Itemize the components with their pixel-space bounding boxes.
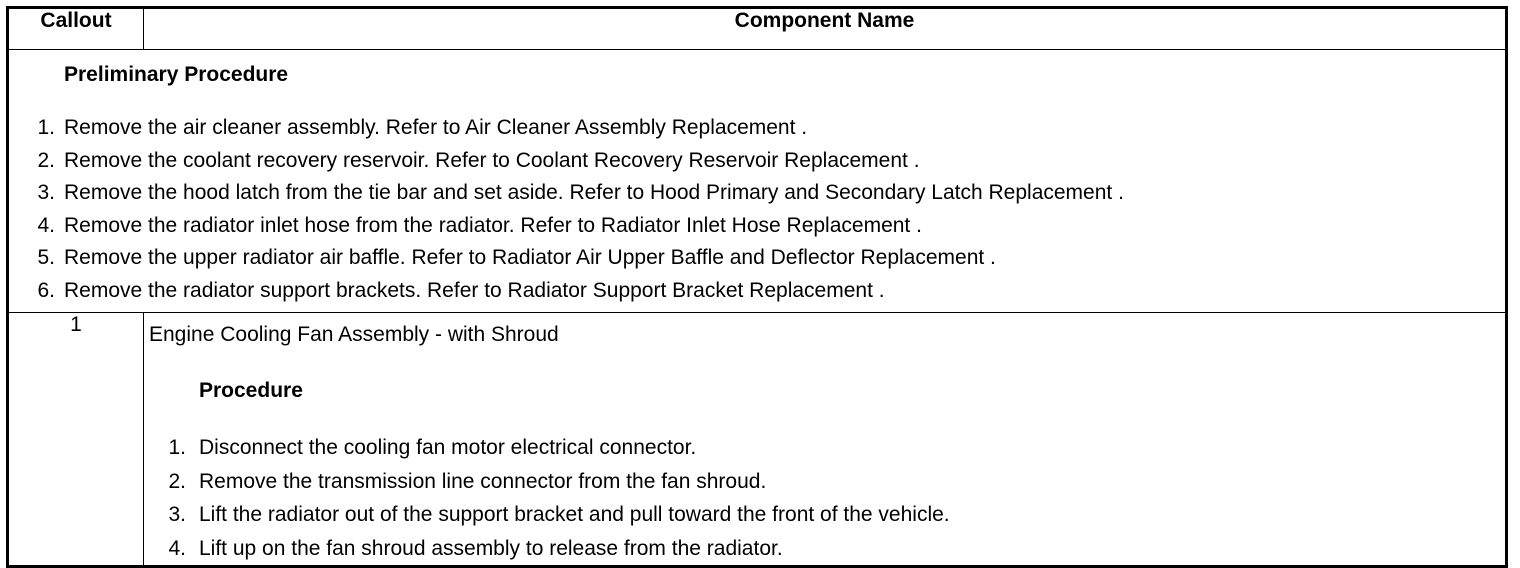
component-name: Engine Cooling Fan Assembly - with Shrou… <box>149 323 559 346</box>
procedure-step: 3. Lift the radiator out of the support … <box>144 498 1505 532</box>
procedure-steps: 1. Disconnect the cooling fan motor elec… <box>144 431 1505 565</box>
procedure-step: 4. Lift up on the fan shroud assembly to… <box>144 532 1505 566</box>
table-row: 1 Engine Cooling Fan Assembly - with Shr… <box>7 312 1507 567</box>
step-text: Lift the radiator out of the support bra… <box>199 503 950 526</box>
component-name-header: Component Name <box>143 7 1507 50</box>
preliminary-steps: 1. Remove the air cleaner assembly. Refe… <box>9 112 1505 308</box>
preliminary-step: 4. Remove the radiator inlet hose from t… <box>9 210 1505 243</box>
step-number: 4. <box>37 213 55 237</box>
step-text: Lift up on the fan shroud assembly to re… <box>199 536 783 560</box>
component-cell: Engine Cooling Fan Assembly - with Shrou… <box>143 312 1507 567</box>
step-text: Remove the transmission line connector f… <box>199 469 767 493</box>
step-text: Remove the radiator inlet hose from the … <box>64 213 922 237</box>
step-number: 2. <box>168 469 186 493</box>
preliminary-step: 2. Remove the coolant recovery reservoir… <box>9 145 1505 178</box>
procedure-table: Callout Component Name Preliminary Proce… <box>6 6 1508 568</box>
step-number: 1. <box>37 116 55 139</box>
step-text: Disconnect the cooling fan motor electri… <box>199 436 697 459</box>
step-number: 6. <box>37 278 55 302</box>
procedure-step: 1. Disconnect the cooling fan motor elec… <box>144 431 1505 465</box>
step-number: 5. <box>37 246 55 270</box>
callout-header: Callout <box>7 7 144 50</box>
preliminary-step: 5. Remove the upper radiator air baffle.… <box>9 242 1505 275</box>
step-number: 3. <box>168 503 186 526</box>
step-number: 3. <box>37 181 55 205</box>
step-number: 1. <box>168 436 186 459</box>
step-text: Remove the radiator support brackets. Re… <box>64 278 885 302</box>
procedure-title: Procedure <box>199 379 303 402</box>
step-text: Remove the coolant recovery reservoir. R… <box>64 148 920 172</box>
procedure-step: 2. Remove the transmission line connecto… <box>144 465 1505 499</box>
step-text: Remove the upper radiator air baffle. Re… <box>64 246 996 270</box>
step-text: Remove the hood latch from the tie bar a… <box>64 181 1124 205</box>
step-number: 4. <box>168 536 186 560</box>
preliminary-step: 3. Remove the hood latch from the tie ba… <box>9 177 1505 210</box>
header-row: Callout Component Name <box>7 7 1507 50</box>
preliminary-cell: Preliminary Procedure 1. Remove the air … <box>7 49 1507 313</box>
preliminary-step: 1. Remove the air cleaner assembly. Refe… <box>9 112 1505 145</box>
preliminary-row: Preliminary Procedure 1. Remove the air … <box>7 49 1507 313</box>
callout-number: 1 <box>7 312 144 567</box>
step-text: Remove the air cleaner assembly. Refer t… <box>64 116 808 139</box>
preliminary-step: 6. Remove the radiator support brackets.… <box>9 275 1505 308</box>
preliminary-procedure-title: Preliminary Procedure <box>64 63 289 86</box>
step-number: 2. <box>37 148 55 172</box>
